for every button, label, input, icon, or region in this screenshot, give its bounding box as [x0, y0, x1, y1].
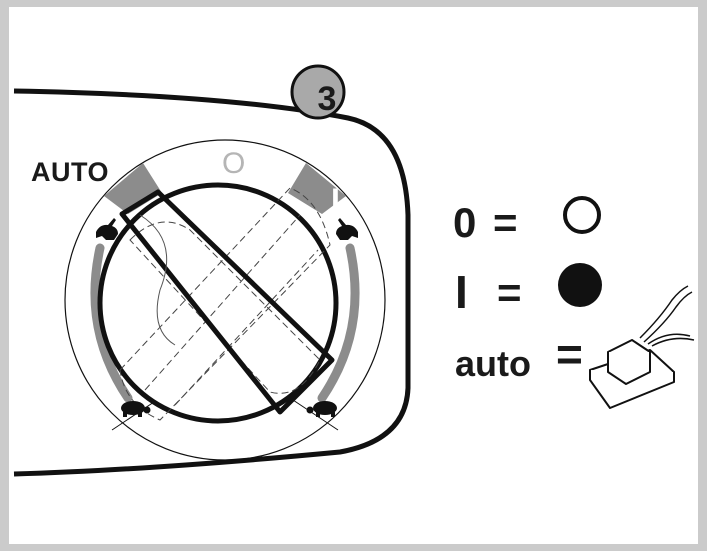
knob-base: [97, 182, 339, 424]
knob-grip: [119, 189, 335, 415]
step-badge: [290, 64, 346, 120]
step-number: 3: [317, 80, 337, 118]
knob-ghost-positions: [119, 187, 331, 421]
knob-grip-shade: [139, 214, 176, 346]
on-position-symbol: I: [331, 182, 340, 218]
legend-auto-key: auto: [455, 343, 531, 384]
turtle-icon: [121, 401, 151, 417]
turtle-icon: [306, 401, 337, 417]
legend-off-key: 0: [453, 199, 477, 246]
legend-auto-equals: =: [556, 328, 583, 380]
foot-pedal-icon: [589, 285, 695, 409]
rabbit-icon: [96, 218, 118, 240]
legend-on-equals: =: [497, 269, 522, 316]
right-speed-arc: [317, 243, 360, 403]
off-position-symbol: O: [222, 147, 246, 180]
sector-line: [289, 397, 339, 431]
legend-on-key: I: [455, 266, 468, 318]
housing-outline: [13, 88, 411, 477]
dial-scale-ring: [64, 139, 386, 461]
filled-circle-icon: [558, 263, 602, 307]
left-speed-arc: [90, 243, 133, 403]
on-sector: [288, 163, 346, 214]
legend-off-equals: =: [493, 199, 518, 246]
auto-position-label: AUTO: [31, 157, 110, 187]
rabbit-icon: [336, 218, 358, 240]
open-circle-icon: [563, 196, 601, 234]
